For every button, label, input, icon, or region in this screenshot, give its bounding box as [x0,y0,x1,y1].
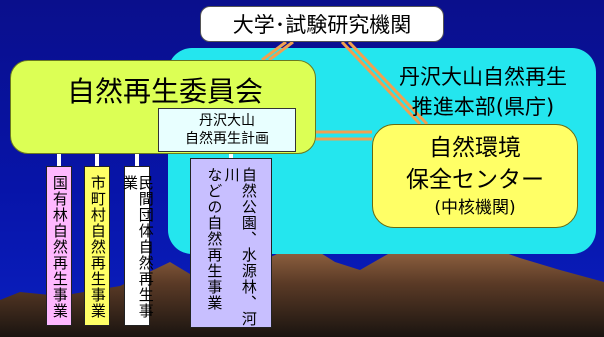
university-label: 大学･試験研究機関 [232,13,412,37]
committee-label: 自然再生委員会 [66,75,263,108]
promotion-hq-line1: 丹沢大山自然再生 [399,65,567,89]
connector-university-center [340,40,422,126]
plan-box: 丹沢大山 自然再生計画 [158,108,296,152]
center-box: 自然環境 保全センター (中核機関) [372,124,578,228]
national-forest-project-box: 国有林自然再生事業 [46,166,72,326]
plan-line2: 自然再生計画 [185,131,269,147]
municipal-project-box: 市町村自然再生事業 [84,166,110,326]
center-line1: 自然環境 [429,135,521,161]
national-forest-project-label: 国有林自然再生事業 [50,175,69,319]
municipal-project-label: 市町村自然再生事業 [88,175,107,319]
connector-committee-university-2 [268,40,294,62]
center-line3: (中核機関) [434,198,516,218]
connector-committee-university [261,40,287,62]
promotion-hq-label: 丹沢大山自然再生 推進本部(県庁) [372,62,594,122]
park-project-label: 自然公園、水源林、河川などの自然再生事業 [205,167,258,327]
park-project-box: 自然公園、水源林、河川などの自然再生事業 [190,158,272,328]
university-box: 大学･試験研究機関 [200,6,444,42]
park-project-line1: 自然公園、水源林、河川 [222,167,258,327]
plan-line1: 丹沢大山 [199,113,255,129]
park-project-line2: などの自然再生事業 [205,167,224,311]
promotion-hq-line2: 推進本部(県庁) [411,95,555,119]
center-line2: 保全センター [406,167,544,193]
private-group-project-label: 民間団体自然再生事業 [121,175,155,319]
connector-university-center-2 [347,40,429,126]
private-group-project-box: 民間団体自然再生事業 [121,166,155,326]
